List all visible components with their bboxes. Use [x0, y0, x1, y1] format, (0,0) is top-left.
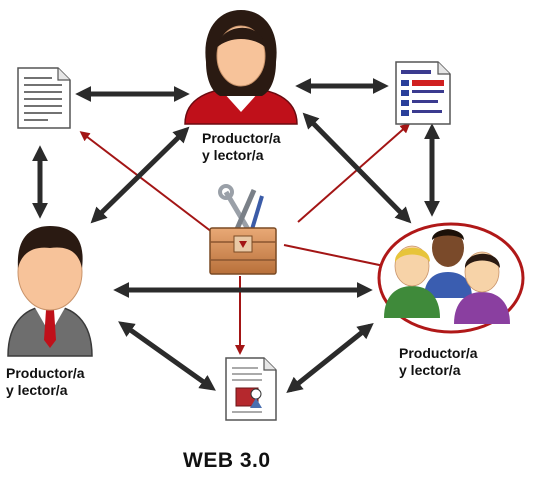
red-line-to-group	[283, 244, 385, 267]
media-document-icon	[225, 357, 277, 421]
group-label-line2: y lector/a	[399, 362, 461, 378]
red-arrow-to-top-right-doc	[297, 123, 411, 223]
black-arrows	[31, 77, 441, 393]
left-person-label-line1: Productor/a	[6, 365, 85, 381]
woman-avatar-icon	[184, 10, 298, 125]
form-document-icon	[395, 61, 451, 125]
top-person-label-line1: Productor/a	[202, 130, 281, 146]
toolbox-icon	[209, 184, 277, 275]
group-label-line1: Productor/a	[399, 345, 478, 361]
group-avatar-icon	[377, 222, 525, 334]
red-arrow-to-top-left-doc	[79, 131, 213, 233]
arrow-bottomdoc-group	[286, 323, 374, 393]
arrow-topperson-leftperson	[90, 126, 190, 224]
group-label: Productor/a y lector/a	[399, 345, 478, 379]
man-avatar-icon	[7, 226, 93, 357]
arrow-topperson-group	[302, 112, 412, 224]
diagram-title: WEB 3.0	[183, 449, 271, 472]
left-person-label-line2: y lector/a	[6, 382, 68, 398]
top-person-label: Productor/a y lector/a	[202, 130, 281, 164]
left-person-label: Productor/a y lector/a	[6, 365, 85, 399]
text-document-icon	[17, 67, 71, 129]
arrow-leftperson-bottomdoc	[118, 321, 216, 391]
top-person-label-line2: y lector/a	[202, 147, 264, 163]
